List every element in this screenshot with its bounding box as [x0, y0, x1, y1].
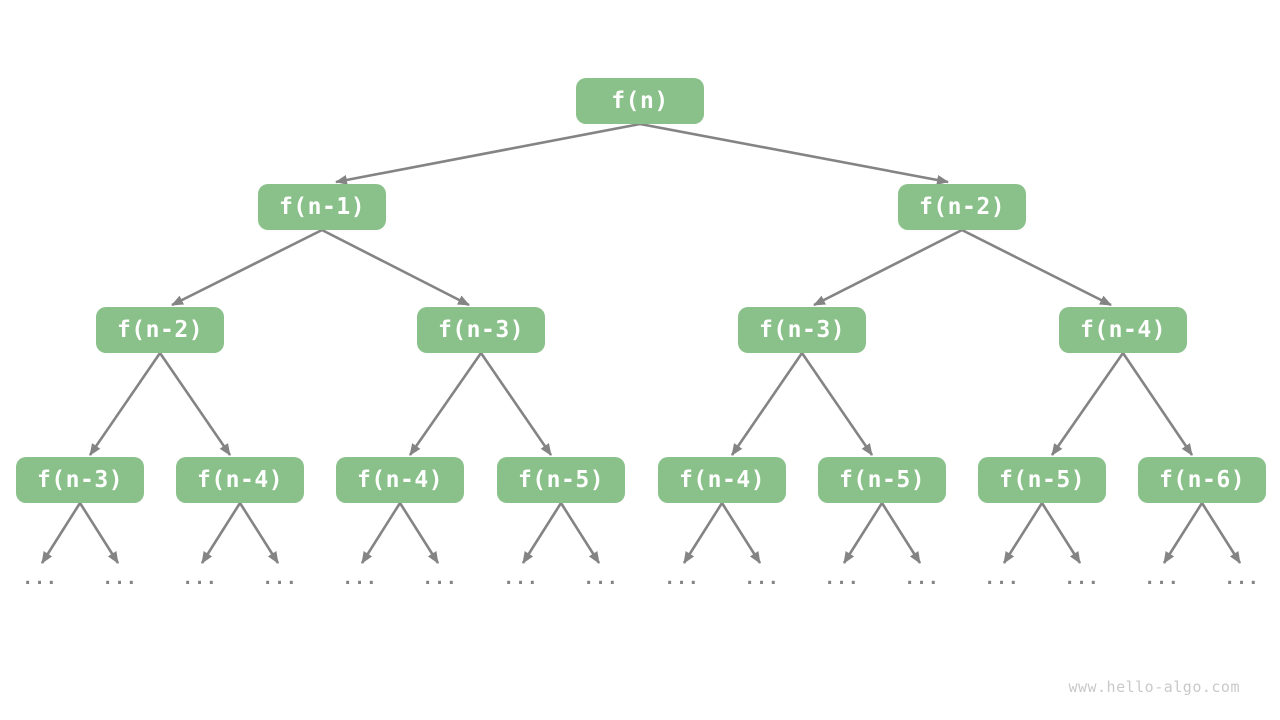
node-l4-1: f(n-4)	[176, 457, 304, 503]
edge-arrow	[1040, 502, 1082, 564]
edge-arrow	[842, 502, 884, 564]
edge-arrow	[321, 228, 470, 307]
ellipsis-leaf: ...	[182, 568, 218, 589]
watermark: www.hello-algo.com	[1068, 678, 1240, 696]
ellipsis-leaf: ...	[984, 568, 1020, 589]
node-l2-1: f(n-2)	[898, 184, 1026, 230]
ellipsis-leaf: ...	[744, 568, 780, 589]
node-l4-4: f(n-4)	[658, 457, 786, 503]
edge-arrow	[1200, 502, 1242, 564]
ellipsis-leaf: ...	[22, 568, 58, 589]
node-l4-2: f(n-4)	[336, 457, 464, 503]
edge-arrow	[1002, 502, 1044, 564]
ellipsis-leaf: ...	[262, 568, 298, 589]
edge-arrow	[335, 122, 641, 185]
node-l4-0: f(n-3)	[16, 457, 144, 503]
edge-arrow	[158, 352, 232, 456]
node-l4-6: f(n-5)	[978, 457, 1106, 503]
edge-arrow	[720, 502, 762, 564]
edge-arrow	[479, 352, 553, 456]
node-l4-5: f(n-5)	[818, 457, 946, 503]
edge-arrow	[730, 352, 804, 456]
ellipsis-leaf: ...	[583, 568, 619, 589]
ellipsis-leaf: ...	[1144, 568, 1180, 589]
edge-arrow	[559, 502, 601, 564]
node-l4-3: f(n-5)	[497, 457, 625, 503]
edge-arrow	[682, 502, 724, 564]
edge-arrow	[813, 228, 963, 307]
node-l3-2: f(n-3)	[738, 307, 866, 353]
edge-arrow	[408, 352, 483, 456]
ellipsis-leaf: ...	[904, 568, 940, 589]
edge-arrow	[171, 228, 323, 307]
edge-arrow	[639, 122, 949, 185]
edge-arrow	[1121, 352, 1194, 456]
ellipsis-leaf: ...	[1064, 568, 1100, 589]
edge-arrow	[200, 502, 242, 564]
node-l3-1: f(n-3)	[417, 307, 545, 353]
edge-arrow	[78, 502, 120, 564]
node-l4-7: f(n-6)	[1138, 457, 1266, 503]
edge-arrow	[521, 502, 563, 564]
node-l2-0: f(n-1)	[258, 184, 386, 230]
ellipsis-leaf: ...	[422, 568, 458, 589]
node-l3-0: f(n-2)	[96, 307, 224, 353]
edge-arrow	[238, 502, 280, 564]
ellipsis-leaf: ...	[1224, 568, 1260, 589]
edge-arrow	[1162, 502, 1204, 564]
edge-arrow	[40, 502, 82, 564]
edge-arrow	[800, 352, 874, 456]
edge-arrow	[961, 228, 1112, 307]
ellipsis-leaf: ...	[824, 568, 860, 589]
ellipsis-leaf: ...	[503, 568, 539, 589]
ellipsis-leaf: ...	[102, 568, 138, 589]
ellipsis-leaf: ...	[342, 568, 378, 589]
ellipsis-leaf: ...	[664, 568, 700, 589]
node-l1-root: f(n)	[576, 78, 704, 124]
edge-arrow	[88, 352, 162, 456]
edge-arrow	[880, 502, 922, 564]
edge-arrow	[360, 502, 402, 564]
edge-arrow	[398, 502, 440, 564]
node-l3-3: f(n-4)	[1059, 307, 1187, 353]
edge-arrow	[1050, 352, 1125, 456]
